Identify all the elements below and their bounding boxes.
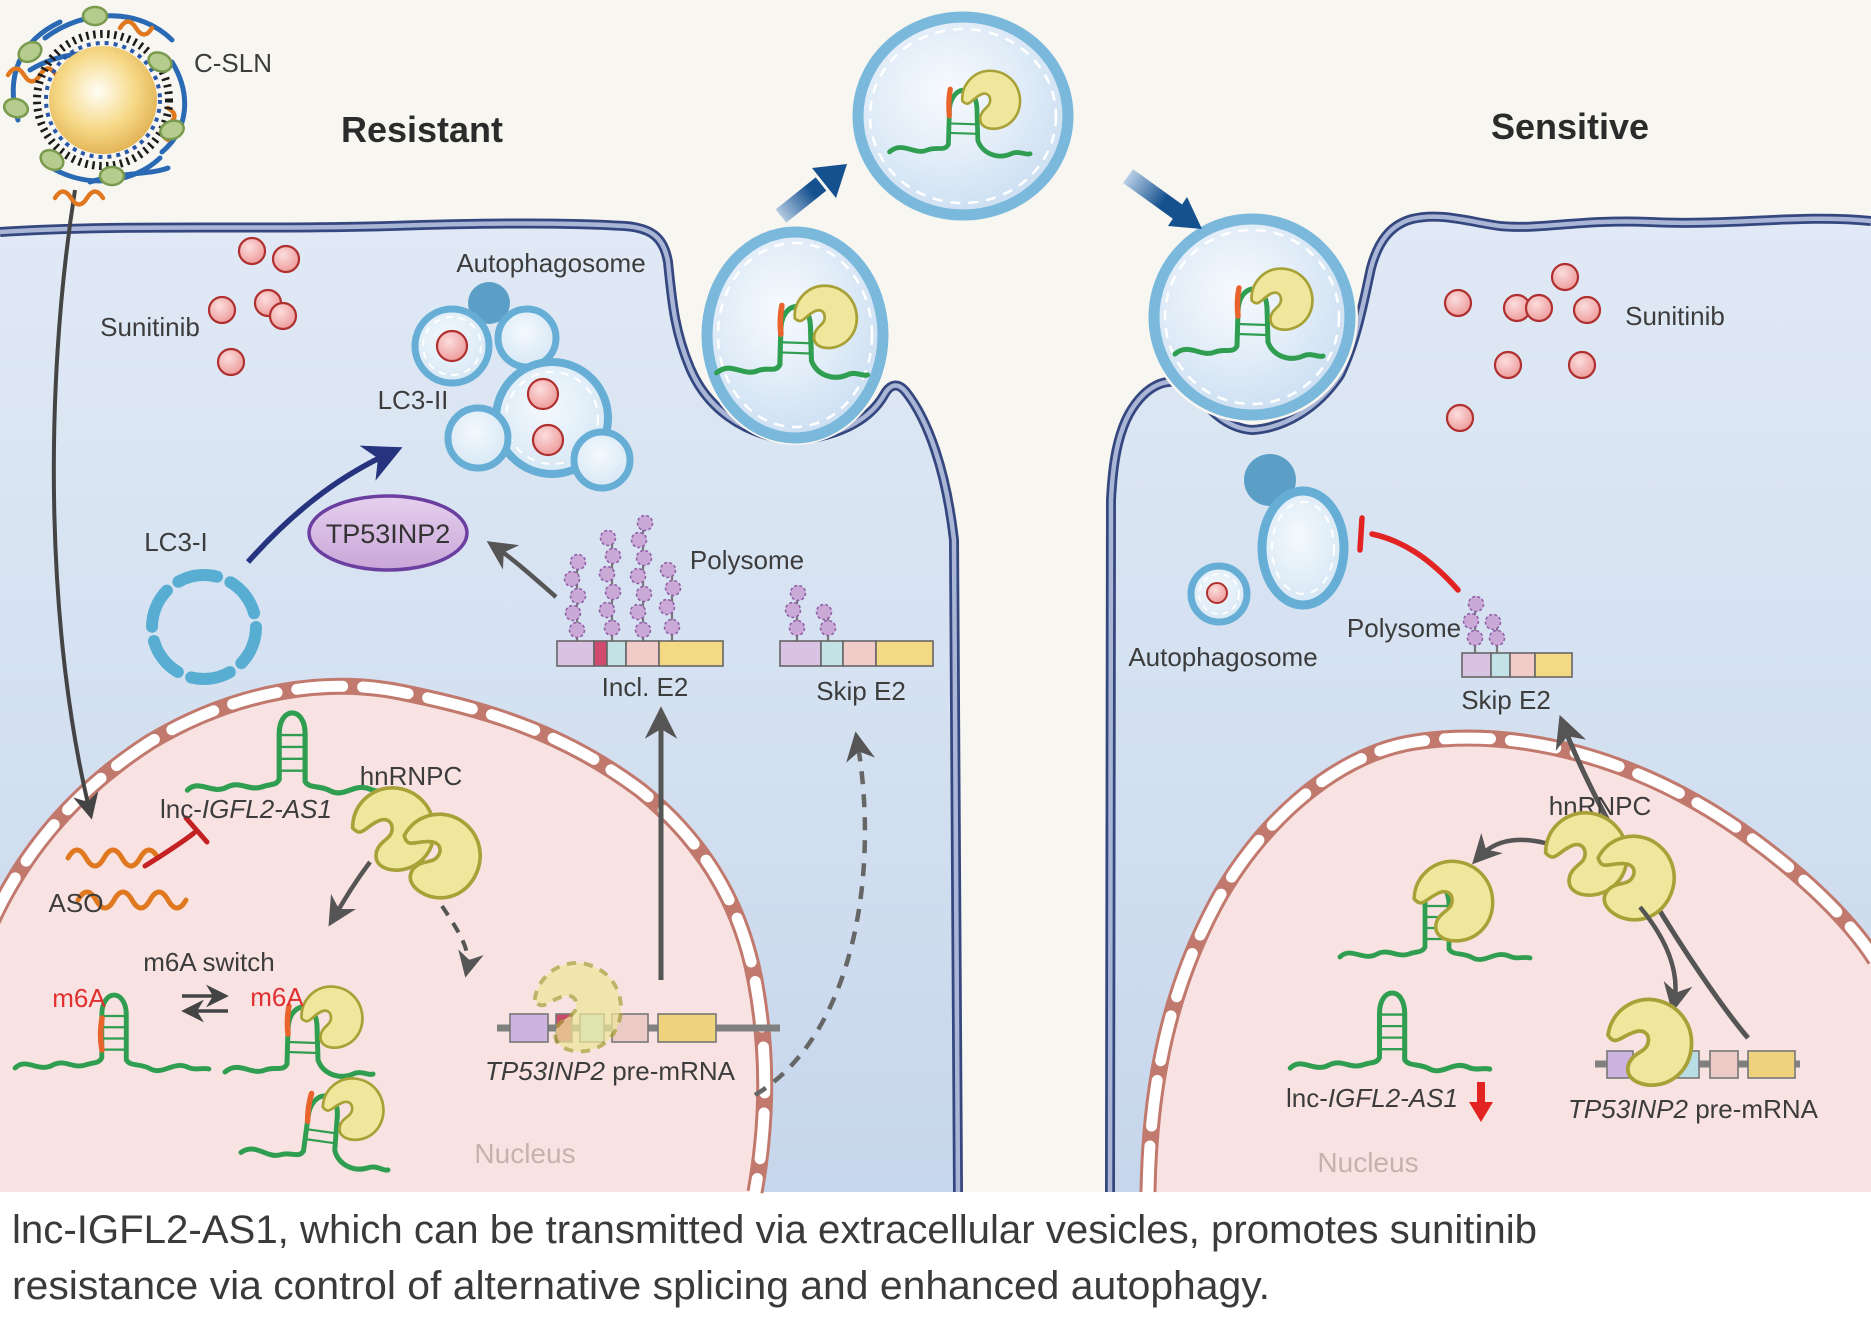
skip-e2-export-arrow-left [753,731,875,1097]
resistant-nucleus [0,677,774,1198]
lc3i-ring [146,569,262,685]
lc3ii-label: LC3-II [378,385,449,415]
resistant-title: Resistant [341,109,503,150]
sensitive-nuclear-envelope-pores [1142,732,1871,1198]
sunitinib-dots-left [207,236,301,377]
skip-e2-mrna-right [1461,595,1573,678]
tp53inp2-premrna-left [497,956,780,1058]
sensitive-cell-membrane-core [1107,214,1871,1193]
downregulation-arrow [1469,1082,1493,1122]
autophagosome-label-left: Autophagosome [456,248,645,278]
polysome-label-right: Polysome [1347,613,1461,643]
tp53inp2-protein: TP53INP2 [307,494,469,572]
m6a-switch-label: m6A switch [143,947,275,977]
csln-label: C-SLN [194,48,272,78]
lnc-igfl2-as1-label-right: lnc-IGFL2-AS1 [1286,1083,1458,1113]
tp53inp2-premrna-label-left: TP53INP2 pre-mRNA [485,1056,736,1086]
equilibrium-arrows [181,984,229,1023]
csln-peg-ovals [2,5,185,187]
sunitinib-label-left: Sunitinib [100,312,200,342]
autophagosome-label-right: Autophagosome [1128,642,1317,672]
nucleus-label-left: Nucleus [474,1138,575,1169]
sunitinib-label-right: Sunitinib [1625,301,1725,331]
incl-e2-label: Incl. E2 [602,672,689,702]
tp53inp2-label: TP53INP2 [326,519,451,549]
lc3i-label: LC3-I [144,527,208,557]
skip-e2-mrna-left [779,584,934,667]
nucleus-label-right: Nucleus [1317,1147,1418,1178]
translation-arrow [486,541,558,599]
vesicle-transit [852,11,1074,221]
skip-e2-label-right: Skip E2 [1461,685,1551,715]
autophagosome-cluster-right [1187,454,1349,626]
autophagosome-cluster-left [411,282,634,492]
autophagosome-small-right [1187,562,1251,626]
resistant-nuclear-envelope-pores [0,680,771,1198]
skip-e2-label-left: Skip E2 [816,676,906,706]
autophagy-inhibition [1357,515,1461,593]
hnrnpc-to-lnc-arrow-right [1472,833,1546,865]
caption-panel [0,1192,1871,1317]
tp53inp2-premrna-right [1595,993,1800,1092]
resistant-nucleus-body [0,686,765,1192]
polysome-label-left: Polysome [690,545,804,575]
lc3-conversion-arrow [245,445,403,564]
vesicle-transfer-arrow-out [775,164,847,223]
incl-e2-mrna [556,514,724,667]
sensitive-title: Sensitive [1491,106,1649,147]
m6a-label-left: m6A [52,983,106,1013]
aso-label: ASO [49,888,104,918]
m6a-free-hairpin: m6A [15,983,209,1071]
caption-line-1: lnc-IGFL2-AS1, which can be transmitted … [12,1208,1537,1252]
lnc-igfl2-as1-label-top: lnc-IGFL2-AS1 [160,794,332,824]
vesicle-budding [699,225,891,445]
resistant-cell-membrane-core [0,221,961,1193]
extracellular-vesicles [699,11,1358,445]
aso-inhibition [142,815,210,869]
hnrnpc-to-premrna-arrow-right [1638,905,1693,1013]
caption-line-2: resistance via control of alternative sp… [12,1264,1270,1308]
m6a-label-right: m6A [250,982,304,1012]
hnrnpc-to-premrna-dashed-arrow [440,904,484,978]
hnrnpc-to-lnc-arrow [328,860,372,927]
sunitinib-dots-right [1443,262,1602,433]
vesicle-uptake [1146,211,1358,423]
csln-delivery-arrow [51,189,99,820]
hnrnpc-label-left: hnRNPC [360,761,463,791]
vesicle-transfer-arrow-in [1123,169,1202,229]
csln-sirna [5,19,177,207]
aso-oligos [65,847,189,911]
autophagosome-vesicle [411,305,493,387]
m6a-bound-complex: m6A [225,979,373,1077]
tp53inp2-premrna-label-right: TP53INP2 pre-mRNA [1568,1094,1819,1124]
csln-nanoparticle [2,5,188,207]
